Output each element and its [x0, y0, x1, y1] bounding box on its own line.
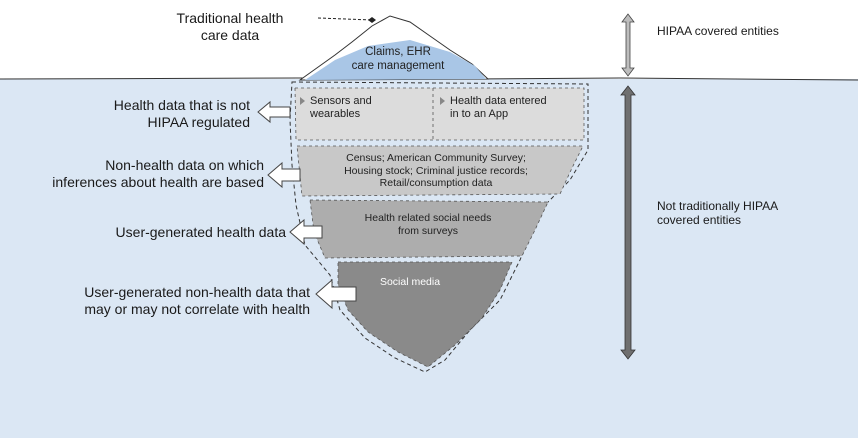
social-media-label: Social media: [379, 276, 441, 288]
census-label: Census; American Community Survey; Housi…: [344, 152, 528, 190]
sensors-label: Sensors and wearables: [310, 95, 372, 121]
top-label-marker: [368, 17, 376, 23]
left-label-user-health: User-generated health data: [115, 224, 286, 240]
arrow-not-hipaa: [257, 100, 291, 124]
arrow-non-health: [267, 161, 301, 189]
iceberg-underwater-outline: [289, 81, 589, 373]
app-label: Health data entered in to an App: [450, 95, 547, 121]
bracket-not-hipaa: [620, 85, 636, 360]
layer-census: [296, 145, 584, 197]
top-label: Traditional health care data: [176, 10, 284, 43]
app-marker: [440, 97, 445, 105]
layer-sensors-app: [294, 87, 585, 141]
layer-social-media: [337, 261, 513, 368]
left-label-not-hipaa: Health data that is not HIPAA regulated: [113, 97, 250, 130]
tip-label: Claims, EHR care management: [351, 46, 445, 72]
social-needs-label: Health related social needs from surveys: [364, 212, 492, 237]
arrow-user-non-health: [315, 278, 357, 310]
left-label-non-health: Non-health data on which inferences abou…: [52, 157, 264, 190]
right-label-hipaa: HIPAA covered entities: [657, 24, 779, 38]
bracket-hipaa: [621, 13, 635, 77]
right-label-not-hipaa: Not traditionally HIPAA covered entities: [657, 199, 779, 228]
left-label-user-non-health: User-generated non-health data that may …: [84, 284, 310, 317]
sensors-marker: [300, 97, 305, 105]
arrow-user-health: [289, 218, 323, 246]
iceberg-tip-shade: [305, 40, 486, 80]
top-label-leader: [317, 17, 373, 21]
